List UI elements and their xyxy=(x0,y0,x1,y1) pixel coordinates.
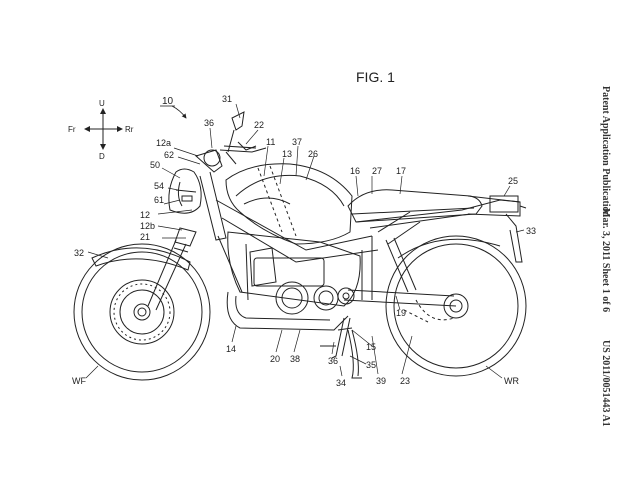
ref-36: 36 xyxy=(204,118,214,128)
ref-61: 61 xyxy=(154,195,164,205)
compass-rear: Rr xyxy=(125,125,134,134)
rear-wheel xyxy=(385,235,527,377)
compass-down: D xyxy=(99,152,105,161)
ref-12: 12 xyxy=(140,210,150,220)
ref-34: 34 xyxy=(336,378,346,388)
ref-37: 37 xyxy=(292,137,302,147)
ref-15: 15 xyxy=(366,342,376,352)
patent-number: US 2011/0051443 A1 xyxy=(600,340,611,427)
ref-12a: 12a xyxy=(156,138,171,148)
ref-38: 38 xyxy=(290,354,300,364)
figure-title: FIG. 1 xyxy=(356,69,395,85)
ref-13: 13 xyxy=(282,149,292,159)
ref-25: 25 xyxy=(508,176,518,186)
ref-16: 16 xyxy=(350,166,360,176)
compass-up: U xyxy=(99,99,105,108)
direction-compass: U D Fr Rr xyxy=(68,99,134,161)
ref-27: 27 xyxy=(372,166,382,176)
ref-62: 62 xyxy=(164,150,174,160)
ref-WF: WF xyxy=(72,376,86,386)
ref-19: 19 xyxy=(396,308,406,318)
ref-WR: WR xyxy=(504,376,519,386)
ref-22: 22 xyxy=(254,120,264,130)
ref-35: 35 xyxy=(366,360,376,370)
ref-39: 39 xyxy=(376,376,386,386)
ref-32: 32 xyxy=(74,248,84,258)
reference-labels: 31 36 22 12a 62 11 13 37 26 50 61 54 16 … xyxy=(72,94,536,388)
power-unit xyxy=(227,231,361,315)
ref-26: 26 xyxy=(308,149,318,159)
publication-label: Patent Application Publication xyxy=(600,86,611,218)
motorcycle-drawing: FIG. 1 10 U D Fr Rr xyxy=(68,69,536,388)
ref-50: 50 xyxy=(150,160,160,170)
ref-54: 54 xyxy=(154,181,164,191)
ref-14: 14 xyxy=(226,344,236,354)
ref-11: 11 xyxy=(266,137,275,147)
ref-17: 17 xyxy=(396,166,406,176)
front-wheel xyxy=(73,243,211,381)
ref-36-stand: 36 xyxy=(328,356,338,366)
ref-main: 10 xyxy=(162,96,174,107)
ref-33: 33 xyxy=(526,226,536,236)
date-sheet-label: Mar. 3, 2011 Sheet 1 of 6 xyxy=(600,208,611,313)
ref-21: 21 xyxy=(140,232,150,242)
compass-front: Fr xyxy=(68,125,76,134)
ref-23: 23 xyxy=(400,376,410,386)
ref-31: 31 xyxy=(222,94,232,104)
ref-12b: 12b xyxy=(140,221,155,231)
ref-20: 20 xyxy=(270,354,280,364)
leader-lines xyxy=(85,103,525,379)
